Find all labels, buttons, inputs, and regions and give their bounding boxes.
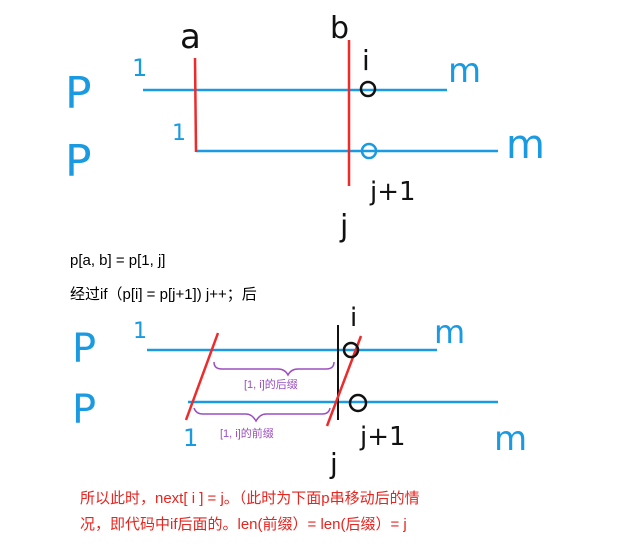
top-row2-p-label: P — [65, 136, 92, 187]
top-circle-i — [359, 80, 377, 98]
bottom-circle-j1 — [348, 393, 368, 413]
top-label-i: i — [362, 44, 370, 77]
bottom-circle-i — [342, 341, 360, 359]
top-label-b: b — [330, 11, 349, 46]
top-row2-end-label: m — [506, 122, 545, 168]
top-row1-p-label: P — [65, 68, 92, 119]
conclusion-text-line2: 况，即代码中if后面的。len(前缀）= len(后缀）= j — [80, 516, 407, 533]
bottom-row1-end-label: m — [434, 313, 465, 351]
bottom-row2-p-label: P — [72, 387, 96, 433]
top-label-j: j — [339, 209, 348, 244]
bottom-row1-p-label: P — [72, 326, 96, 372]
bottom-label-j-plus-1: j+1 — [359, 422, 406, 452]
prefix-brace — [193, 407, 331, 423]
bottom-slant-right — [325, 335, 363, 427]
bottom-slant-left — [184, 332, 220, 421]
top-marker-a — [193, 57, 198, 153]
bottom-label-j: j — [329, 447, 338, 480]
top-row2-start-label: 1 — [172, 121, 186, 146]
top-row1-start-label: 1 — [132, 54, 147, 82]
bottom-row2-end-label: m — [494, 419, 527, 459]
top-label-a: a — [180, 17, 201, 57]
equation-text: p[a, b] = p[1, j] — [70, 252, 166, 269]
bottom-row2-start-label: 1 — [183, 424, 198, 452]
bottom-row1-start-label: 1 — [133, 319, 147, 344]
suffix-brace — [213, 361, 335, 377]
conclusion-text-line1: 所以此时，next[ i ] = j。（此时为下面p串移动后的情 — [80, 490, 420, 507]
top-row1-end-label: m — [448, 51, 481, 91]
bottom-label-i: i — [350, 303, 357, 333]
top-label-j-plus-1: j+1 — [369, 177, 416, 207]
suffix-label: [1, i]的后缀 — [244, 377, 298, 391]
condition-text: 经过if（p[i] = p[j+1]) j++；后 — [70, 286, 257, 303]
top-circle-j1 — [360, 142, 378, 160]
prefix-label: [1, i]的前缀 — [220, 426, 274, 440]
